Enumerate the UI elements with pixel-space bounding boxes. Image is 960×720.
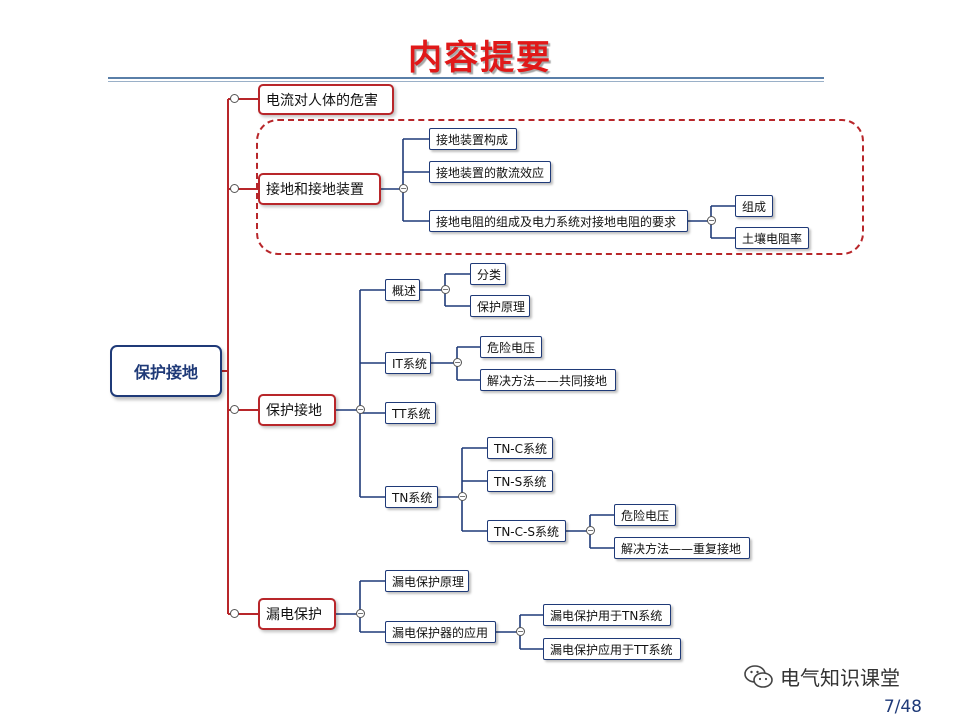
node-tn-s[interactable]: TN-S系统 [487,470,553,492]
collapse-toggle-icon[interactable]: − [356,405,365,414]
node-it-system[interactable]: IT系统 [385,352,431,374]
node-label: 分类 [477,267,502,282]
node-grounding-device[interactable]: 接地和接地装置 [258,173,381,205]
node-principle[interactable]: 保护原理 [470,295,530,317]
node-device-composition[interactable]: 接地装置构成 [429,128,517,150]
node-label: 接地装置的散流效应 [436,165,545,180]
node-label: 漏电保护应用于TT系统 [550,642,673,657]
collapse-toggle-icon[interactable] [230,405,239,414]
node-leakage-tt[interactable]: 漏电保护应用于TT系统 [543,638,681,660]
node-composition[interactable]: 组成 [735,195,773,217]
node-label: 漏电保护 [266,607,322,623]
node-label: TT系统 [392,406,431,421]
node-label: 组成 [742,199,767,214]
title-divider [108,77,824,79]
node-leakage-tn[interactable]: 漏电保护用于TN系统 [543,604,671,626]
node-overview[interactable]: 概述 [385,279,420,301]
watermark: 电气知识课堂 [744,662,900,691]
collapse-toggle-icon[interactable]: − [516,627,525,636]
node-label: 漏电保护原理 [392,574,465,589]
node-label: 接地电阻的组成及电力系统对接地电阻的要求 [436,214,677,229]
node-danger[interactable]: 电流对人体的危害 [258,84,394,115]
node-label: 接地和接地装置 [266,182,364,198]
node-label: 漏电保护器的应用 [392,625,489,640]
collapse-toggle-icon[interactable]: − [441,285,450,294]
node-protective-grounding[interactable]: 保护接地 [258,394,336,426]
node-it-danger-voltage[interactable]: 危险电压 [480,336,542,358]
node-label: 概述 [392,283,417,298]
node-tncs-solution[interactable]: 解决方法——重复接地 [614,537,750,559]
node-label: 危险电压 [621,508,670,523]
collapse-toggle-icon[interactable]: − [586,526,595,535]
node-leakage-principle[interactable]: 漏电保护原理 [385,570,469,592]
node-tn-c[interactable]: TN-C系统 [487,437,553,459]
node-label: 保护接地 [266,403,322,419]
highlight-dashed-frame [256,119,864,255]
root-node[interactable]: 保护接地 [110,345,222,397]
collapse-toggle-icon[interactable]: − [399,184,408,193]
node-resistance-requirements[interactable]: 接地电阻的组成及电力系统对接地电阻的要求 [429,210,688,232]
node-label: 解决方法——共同接地 [487,373,608,388]
wechat-icon [744,664,773,688]
collapse-toggle-icon[interactable]: − [458,492,467,501]
collapse-toggle-icon[interactable] [230,609,239,618]
node-label: 电流对人体的危害 [266,92,378,109]
title-divider-thin [108,81,824,82]
node-tt-system[interactable]: TT系统 [385,402,436,424]
collapse-toggle-icon[interactable]: − [356,609,365,618]
node-classification[interactable]: 分类 [470,263,506,285]
page-number: 7/48 [883,697,922,717]
node-label: TN系统 [392,490,433,505]
node-device-diffusion[interactable]: 接地装置的散流效应 [429,161,551,183]
collapse-toggle-icon[interactable] [230,94,239,103]
node-label: 漏电保护用于TN系统 [550,608,663,623]
root-label: 保护接地 [133,363,198,382]
collapse-toggle-icon[interactable] [230,184,239,193]
node-tn-system[interactable]: TN系统 [385,486,438,508]
node-label: TN-C系统 [494,441,548,456]
node-label: 土壤电阻率 [742,231,803,246]
collapse-toggle-icon[interactable]: − [453,358,462,367]
node-tn-c-s[interactable]: TN-C-S系统 [487,520,566,542]
page-title: 内容提要 [408,38,552,78]
watermark-text: 电气知识课堂 [780,666,900,690]
node-leakage-protection[interactable]: 漏电保护 [258,598,336,630]
node-it-solution[interactable]: 解决方法——共同接地 [480,369,616,391]
node-label: 接地装置构成 [436,132,509,147]
node-soil-resistivity[interactable]: 土壤电阻率 [735,227,809,249]
node-label: TN-C-S系统 [494,524,559,539]
node-label: TN-S系统 [494,474,547,489]
node-label: 解决方法——重复接地 [621,541,742,556]
node-leakage-application[interactable]: 漏电保护器的应用 [385,621,496,643]
node-label: 保护原理 [477,299,526,314]
collapse-toggle-icon[interactable]: − [707,216,716,225]
node-label: IT系统 [392,356,427,371]
node-label: 危险电压 [487,340,536,355]
node-tncs-danger-voltage[interactable]: 危险电压 [614,504,676,526]
